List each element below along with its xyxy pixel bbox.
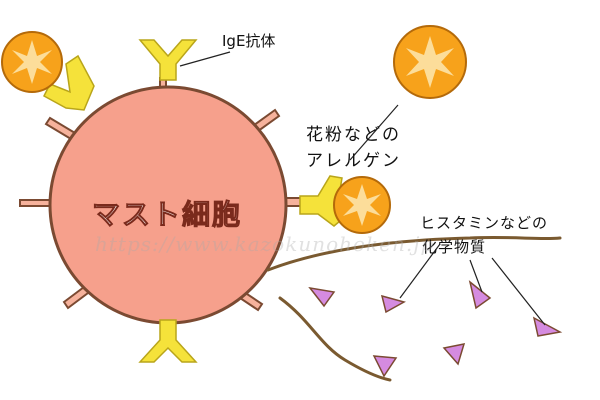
chemical-triangles	[308, 280, 563, 378]
chemical-label-line1: ヒスタミンなどの	[420, 214, 549, 232]
pollen-free	[393, 25, 467, 99]
fibers	[266, 235, 562, 382]
ige-antibody-top	[138, 39, 198, 81]
ige-antibody-bottom	[138, 319, 198, 363]
ige-antibody-bound-left	[43, 54, 95, 111]
mast-cell-label: マスト細胞	[92, 198, 243, 232]
watermark: https://www.kazokunohoken.jp	[95, 232, 435, 256]
allergen-label-line2: アレルゲン	[306, 151, 401, 171]
allergen-label-line1: 花粉などの	[306, 125, 401, 145]
chemical-label-line2: 化学物質	[422, 238, 487, 256]
leader-lines	[179, 51, 546, 326]
antibody-label: IgE抗体	[222, 32, 276, 50]
pollen-right	[333, 176, 391, 234]
pollen-left	[1, 31, 63, 93]
